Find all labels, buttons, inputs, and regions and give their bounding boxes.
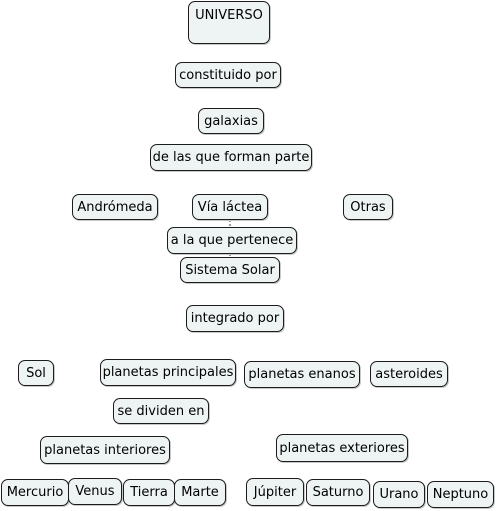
node-sol[interactable]: Sol [18,360,54,386]
node-saturno[interactable]: Saturno [306,479,370,506]
node-marte[interactable]: Marte [174,479,226,506]
node-planetas-principales[interactable]: planetas principales [100,359,236,386]
node-integrado-por[interactable]: integrado por [186,305,284,332]
node-universo[interactable]: UNIVERSO [188,1,270,44]
node-urano[interactable]: Urano [373,481,425,508]
node-planetas-exteriores[interactable]: planetas exteriores [276,434,408,462]
node-mercurio[interactable]: Mercurio [1,479,69,506]
node-venus[interactable]: Venus [68,478,122,505]
node-neptuno[interactable]: Neptuno [427,481,494,508]
node-asteroides[interactable]: asteroides [370,361,448,387]
node-jupiter[interactable]: Júpiter [246,478,304,506]
node-galaxias[interactable]: galaxias [198,108,264,134]
node-andromeda[interactable]: Andrómeda [72,194,158,220]
node-planetas-interiores[interactable]: planetas interiores [40,436,170,464]
node-se-dividen-en[interactable]: se dividen en [113,398,209,424]
node-otras[interactable]: Otras [343,194,393,220]
node-tierra[interactable]: Tierra [123,479,175,506]
node-via-lactea[interactable]: Vía láctea [192,194,268,220]
node-planetas-enanos[interactable]: planetas enanos [244,361,360,388]
node-de-las-que-forman-parte[interactable]: de las que forman parte [150,144,312,171]
node-constituido-por[interactable]: constituido por [175,62,281,88]
node-a-la-que-pertenece[interactable]: a la que pertenece [167,227,297,254]
node-sistema-solar[interactable]: Sistema Solar [180,257,280,283]
